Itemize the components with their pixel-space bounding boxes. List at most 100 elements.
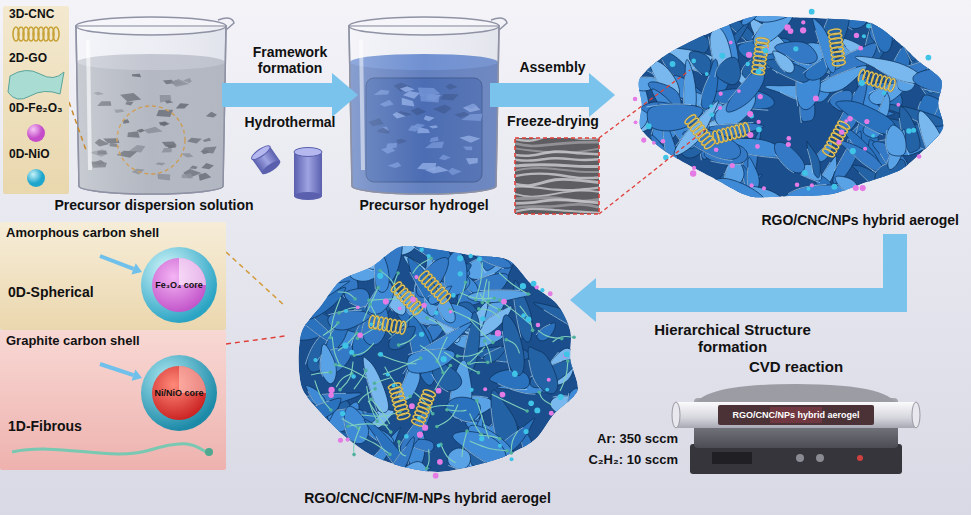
coil-highlight [393,399,407,408]
sheet-fold [815,30,826,67]
sheet-fold [700,76,709,104]
connector-line [69,102,86,150]
coil-highlight [879,75,888,89]
nanoparticle [762,186,766,190]
sheet-fold [374,255,376,289]
coil-turn [738,123,746,137]
dashed-leader [69,102,86,150]
nanoparticle [847,116,853,122]
core-label: Ni/NiO core [140,388,218,398]
carbon-nanofiber [553,337,574,342]
carbon-nanofiber [477,401,489,439]
nanoparticle [718,106,722,110]
inset-leader [599,70,705,214]
aerogel-core [299,246,578,472]
sheet-fold [304,401,330,413]
step-label: Hierarchical Structure formation [628,321,838,356]
fiber-tip [353,297,357,301]
sheet-fold [743,0,763,17]
nanoparticle [422,425,428,431]
nanoparticle [558,394,564,400]
aerogel-node: RGO/CNC/CNF/M-NPs hybrid aerogel [285,236,570,510]
step-note: Freeze-drying [507,113,599,129]
beaker [361,40,363,170]
graphene-sheet [298,411,334,451]
fiber-tip [329,408,333,412]
carbon-nanofiber [470,362,488,364]
sheet-fold [479,258,504,268]
fiber-tip [375,419,379,423]
sheet-fold [286,295,318,299]
coil-highlight [874,74,883,88]
fiber-tip [498,298,502,302]
beaker [491,18,507,30]
graphene-sheet [534,303,584,330]
aerogel-body [619,0,969,218]
coil-highlight [729,126,737,140]
beaker [349,26,499,194]
sheet-fold [414,447,430,452]
nanoparticle [864,119,869,124]
nanoparticle [340,411,345,416]
coil-highlight [388,382,402,391]
sheet-fold [344,418,354,444]
coil-turn [393,399,407,408]
carbon-shell [141,247,217,323]
graphene-sheet [886,125,907,156]
sheet-fold [869,16,879,53]
nanoparticle [714,147,719,152]
graphene-sheet [528,347,558,394]
carbon-nanofiber [492,394,527,411]
carbon-shell [141,355,217,431]
carbon-nanofiber [354,343,374,355]
carbon-nanocoil [857,69,896,92]
coil-turn [395,408,409,417]
gas-flow: Ar: 350 sccm [597,432,678,447]
carbon-nanofiber [476,262,483,299]
fiber-tip [572,335,576,339]
nanoparticle [346,438,350,442]
carbon-nanofiber [399,442,406,456]
nanoparticle [756,120,760,124]
structure-box: Amorphous carbon shell0D-SphericalFe₃O₄ … [0,222,226,330]
sheet-fold [324,437,337,447]
carbon-nanofiber [468,318,492,343]
fiber-tip [464,280,468,284]
coil-highlight [716,129,724,143]
carbon-nanofiber [427,318,445,331]
carbon-nanofiber [336,365,367,378]
fiber-tip [465,429,469,433]
sheet-fold [529,360,541,389]
sem-streak [515,179,599,185]
beaker-node: Precursor hydrogel [358,14,490,192]
structure-label: Graphite carbon shell [6,334,140,349]
coil-turn [389,386,403,395]
fiber-tip [419,356,423,360]
coil-highlight [870,73,879,87]
nanoparticle [866,24,871,29]
fiber-tip [538,390,542,394]
nanoparticle [858,46,863,51]
nanoparticle [417,432,423,438]
nanoparticle [860,185,866,191]
sheet-fold [502,331,510,371]
nanoparticle [882,91,886,95]
nanoparticle [369,322,373,326]
nanoparticle [756,127,762,133]
nanoparticle [344,309,348,313]
coil-turn [822,147,836,158]
autoclave [250,143,272,161]
sheet-fold [322,428,330,446]
sheet-fold [464,447,497,468]
coil-icon [53,27,59,41]
nanoparticle [709,112,714,117]
furnace-node: CVD reactionRGO/CNC/NPs hybrid aerogel [680,358,912,478]
nanoparticle [378,352,383,357]
autoclave [260,158,282,176]
nanoparticle [409,403,415,409]
fiber-tip [378,269,382,273]
nanoparticle [500,392,506,398]
connector-line [596,234,895,300]
cvd-furnace [796,454,804,462]
